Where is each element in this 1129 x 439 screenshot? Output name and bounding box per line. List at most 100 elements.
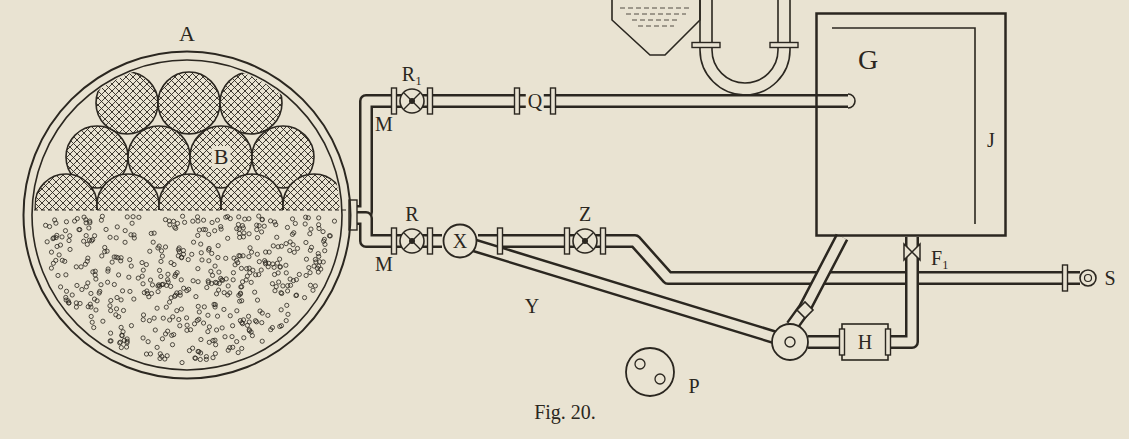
outlet-fitting bbox=[1080, 270, 1096, 286]
dot bbox=[196, 280, 200, 284]
dot bbox=[197, 310, 201, 314]
liquor-level bbox=[34, 210, 352, 211]
part-letter: H bbox=[858, 332, 872, 352]
dot bbox=[187, 349, 191, 353]
pipe-bore bbox=[352, 101, 815, 212]
dot bbox=[255, 298, 259, 302]
dot bbox=[247, 328, 251, 332]
dot bbox=[321, 230, 325, 234]
dot bbox=[294, 278, 298, 282]
dot bbox=[220, 278, 224, 282]
part-letter: F₁ bbox=[931, 248, 949, 268]
dot bbox=[120, 289, 124, 293]
dot bbox=[129, 324, 133, 328]
inlet-end bbox=[815, 101, 848, 102]
dot bbox=[271, 262, 275, 266]
dot bbox=[237, 231, 241, 235]
node-label: B bbox=[212, 146, 231, 168]
dot bbox=[270, 325, 274, 329]
dot bbox=[119, 325, 123, 329]
dot bbox=[67, 301, 71, 305]
part-letter: R₁ bbox=[402, 64, 422, 84]
dot bbox=[279, 244, 283, 248]
dot bbox=[284, 242, 288, 246]
dot bbox=[77, 228, 81, 232]
bobbin bbox=[158, 72, 220, 134]
figure-caption: Fig. 20. bbox=[534, 402, 596, 422]
dot bbox=[237, 215, 241, 219]
dot bbox=[196, 233, 200, 237]
pipe-bore bbox=[815, 97, 848, 106]
dot bbox=[64, 273, 68, 277]
dot bbox=[169, 261, 173, 265]
dot bbox=[272, 272, 276, 276]
dot bbox=[201, 227, 205, 231]
dot bbox=[156, 290, 160, 294]
dot bbox=[277, 280, 281, 284]
dot bbox=[281, 284, 285, 288]
dot bbox=[115, 225, 119, 229]
dot bbox=[161, 316, 165, 320]
dot bbox=[255, 236, 259, 240]
dot bbox=[215, 218, 219, 222]
dot bbox=[214, 343, 218, 347]
dot bbox=[217, 270, 221, 274]
dot bbox=[118, 341, 122, 345]
dot bbox=[231, 278, 235, 282]
valve-spokes bbox=[404, 233, 420, 249]
dot bbox=[165, 278, 169, 282]
dot bbox=[89, 291, 93, 295]
dot bbox=[241, 226, 245, 230]
node-outline bbox=[815, 12, 1007, 237]
dot bbox=[201, 218, 205, 222]
dot bbox=[250, 334, 254, 338]
dot bbox=[82, 239, 86, 243]
valve-hub bbox=[582, 238, 588, 244]
dot bbox=[219, 225, 223, 229]
dot bbox=[132, 297, 136, 301]
dot bbox=[124, 345, 128, 349]
dot bbox=[245, 267, 249, 271]
valve-spokes bbox=[404, 93, 420, 109]
dot bbox=[94, 277, 98, 281]
dot bbox=[207, 325, 211, 329]
dot bbox=[166, 272, 170, 276]
dot bbox=[78, 228, 82, 232]
dot bbox=[198, 357, 202, 361]
drain-valve bbox=[904, 244, 920, 260]
dot bbox=[72, 219, 76, 223]
dot bbox=[241, 318, 245, 322]
dot bbox=[278, 324, 282, 328]
dot bbox=[278, 265, 282, 269]
dot bbox=[235, 309, 239, 313]
dot bbox=[247, 320, 251, 324]
bobbin bbox=[221, 174, 283, 210]
dot bbox=[224, 277, 228, 281]
dot bbox=[160, 254, 164, 258]
dot bbox=[302, 296, 306, 300]
dot bbox=[166, 329, 170, 333]
dot bbox=[294, 293, 298, 297]
dot bbox=[153, 328, 157, 332]
dot bbox=[228, 291, 232, 295]
node-label: A bbox=[179, 23, 195, 45]
bobbin bbox=[96, 72, 158, 134]
dot bbox=[193, 356, 197, 360]
drive-pump bbox=[626, 348, 674, 396]
dot bbox=[92, 325, 96, 329]
dot bbox=[49, 266, 53, 270]
dot bbox=[260, 339, 264, 343]
dot bbox=[317, 226, 321, 230]
dot bbox=[87, 238, 91, 242]
dot bbox=[51, 237, 55, 241]
dot bbox=[240, 280, 244, 284]
dot bbox=[108, 304, 112, 308]
dot bbox=[211, 356, 215, 360]
dot bbox=[195, 318, 199, 322]
flange bbox=[601, 228, 606, 254]
kettle-wall bbox=[24, 52, 351, 379]
dot bbox=[95, 299, 99, 303]
dot bbox=[125, 215, 129, 219]
tank-valve bbox=[797, 302, 813, 318]
